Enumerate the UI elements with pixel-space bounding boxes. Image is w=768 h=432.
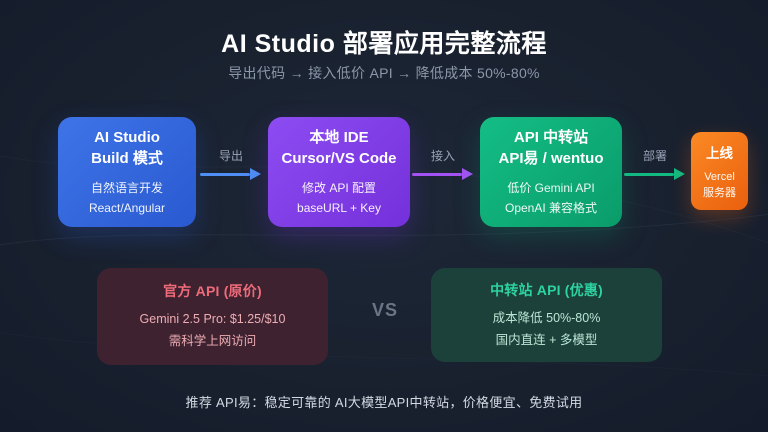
- footer-note: 推荐 API易：稳定可靠的 AI大模型API中转站，价格便宜、免费试用: [185, 395, 583, 410]
- step-title-line1: 本地 IDE: [309, 128, 369, 146]
- result-title: 上线: [706, 145, 733, 161]
- step-body: 低价 Gemini API OpenAI 兼容格式: [505, 178, 597, 218]
- official-api-title: 官方 API (原价): [163, 283, 262, 299]
- official-api-access: 需科学上网访问: [168, 334, 257, 348]
- step-title: AI Studio Build 模式: [91, 127, 163, 169]
- page-title: AI Studio 部署应用完整流程: [221, 30, 547, 58]
- arrow-right-icon: [624, 168, 685, 180]
- flow-result-online: 上线 Vercel 服务器: [691, 132, 748, 210]
- step-body-line1: 自然语言开发: [90, 180, 163, 195]
- relay-api-saving: 成本降低 50%-80%: [492, 310, 601, 325]
- step-title-line2: Build 模式: [91, 149, 163, 167]
- step-title-line1: API 中转站: [513, 128, 589, 146]
- vs-label: VS: [371, 300, 398, 320]
- step-body: 修改 API 配置 baseURL + Key: [297, 178, 381, 218]
- step-body-line2: OpenAI 兼容格式: [504, 200, 598, 215]
- connect-arrow: 接入: [412, 147, 474, 180]
- result-body-line1: Vercel: [704, 170, 735, 183]
- comparison-official-api-panel: 官方 API (原价) Gemini 2.5 Pro: $1.25/$10 需科…: [97, 268, 328, 365]
- step-title-line1: AI Studio: [94, 128, 160, 146]
- relay-api-access: 国内直连 + 多模型: [495, 332, 598, 347]
- result-body-line2: 服务器: [703, 186, 736, 199]
- deploy-arrow: 部署: [624, 147, 686, 180]
- step-body-line2: baseURL + Key: [297, 200, 381, 215]
- step-title-line2: API易 / wentuo: [498, 149, 604, 167]
- export-arrow-label: 导出: [218, 149, 243, 163]
- deploy-arrow-label: 部署: [642, 149, 667, 163]
- flow-step-local-ide: 本地 IDE Cursor/VS Code 修改 API 配置 baseURL …: [268, 117, 410, 227]
- step-body-line1: 低价 Gemini API: [507, 180, 595, 195]
- flow-step-api-relay: API 中转站 API易 / wentuo 低价 Gemini API Open…: [480, 117, 622, 227]
- arrow-right-icon: [412, 168, 473, 180]
- export-arrow: 导出: [200, 147, 262, 180]
- step-body-line1: 修改 API 配置: [301, 180, 376, 195]
- comparison-relay-api-panel: 中转站 API (优惠) 成本降低 50%-80% 国内直连 + 多模型: [431, 268, 662, 362]
- result-body: Vercel 服务器: [703, 169, 736, 201]
- official-api-price: Gemini 2.5 Pro: $1.25/$10: [139, 312, 286, 326]
- step-title: API 中转站 API易 / wentuo: [498, 127, 603, 169]
- relay-api-title: 中转站 API (优惠): [490, 281, 603, 298]
- page-subtitle: 导出代码 → 接入低价 API → 降低成本 50%-80%: [228, 65, 540, 81]
- flow-step-ai-studio: AI Studio Build 模式 自然语言开发 React/Angular: [58, 117, 196, 227]
- step-body-line2: React/Angular: [88, 200, 166, 215]
- relay-api-body: 成本降低 50%-80% 国内直连 + 多模型: [493, 307, 601, 351]
- official-api-body: Gemini 2.5 Pro: $1.25/$10 需科学上网访问: [140, 308, 286, 352]
- connect-arrow-label: 接入: [430, 149, 455, 163]
- step-title-line2: Cursor/VS Code: [281, 149, 397, 167]
- arrow-right-icon: [200, 168, 261, 180]
- step-title: 本地 IDE Cursor/VS Code: [281, 127, 396, 169]
- step-body: 自然语言开发 React/Angular: [89, 178, 165, 218]
